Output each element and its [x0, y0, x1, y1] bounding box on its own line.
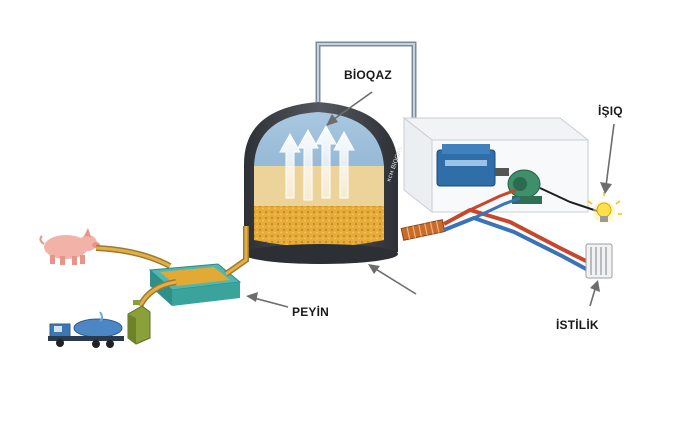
radiator-icon	[585, 243, 613, 279]
gas-arrow	[297, 128, 319, 201]
light-pointer-arrow	[600, 123, 615, 194]
slurry-layer	[254, 206, 384, 247]
power-cable	[539, 187, 601, 213]
tank-pointer-arrow	[368, 264, 417, 295]
gas-engine	[436, 144, 509, 187]
fertilizer-container	[127, 300, 151, 345]
feed-pipe	[224, 226, 249, 277]
gas-arrow	[333, 130, 355, 199]
rising-gas-arrows	[279, 124, 355, 201]
heating-pointer-arrow	[589, 280, 600, 307]
gas-arrow	[315, 124, 337, 199]
pig-icon	[39, 228, 100, 265]
hot-water-pipes	[443, 188, 589, 272]
light-label: İŞIQ	[598, 104, 623, 118]
biogas-pointer-arrow	[326, 91, 373, 126]
pointer-arrows	[246, 91, 615, 308]
gas-layer	[254, 166, 384, 206]
tanker-truck-icon	[48, 311, 124, 348]
fertilizer-label: PEYİN	[292, 305, 330, 319]
heating-label: İSTİLİK	[556, 318, 599, 332]
gas-arrow	[279, 132, 301, 199]
manure-flow	[95, 245, 172, 269]
generator	[507, 169, 542, 204]
light-bulb-icon	[587, 192, 622, 223]
biogas-label: BİOQAZ	[344, 68, 392, 82]
fertilizer-pointer-arrow	[246, 292, 289, 308]
heat-exchanger	[400, 219, 446, 241]
slurry-outflow	[137, 279, 177, 308]
